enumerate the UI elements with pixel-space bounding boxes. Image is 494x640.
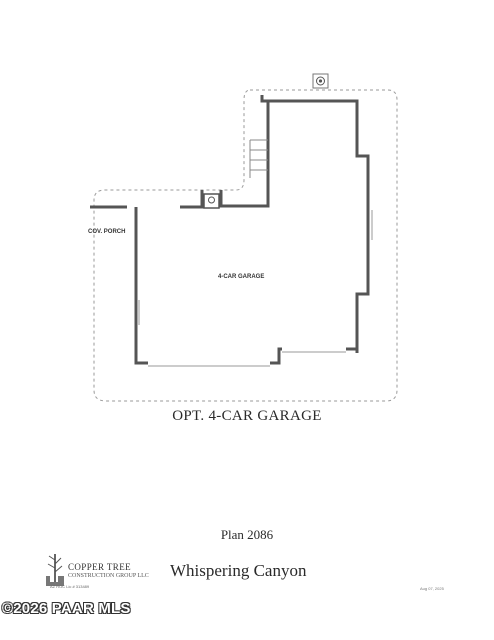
community-name: Whispering Canyon [170,561,307,580]
date-stamp: Aug 07, 2025 [420,586,444,591]
plan-number: Plan 2086 [220,527,274,542]
garage-walls [90,95,370,365]
porch-label: COV. PORCH [88,229,126,235]
tree-icon [46,554,64,586]
mls-watermark: ©2026 PAAR MLS [2,600,131,617]
garage-door-openings [138,210,373,367]
builder-logo: COPPER TREE CONSTRUCTION GROUP LLC AZ RO… [44,552,154,594]
builder-name: COPPER TREE [68,562,131,572]
entry-door [203,193,220,209]
garage-label: 4-CAR GARAGE [218,274,265,280]
builder-license: AZ ROC Lic # 313489 [50,584,90,589]
vent-icon [312,73,329,89]
drawing-title: OPT. 4-CAR GARAGE [172,408,322,424]
roof-outline [93,89,398,402]
builder-subtitle: CONSTRUCTION GROUP LLC [68,573,149,579]
interior-steps [249,139,268,178]
